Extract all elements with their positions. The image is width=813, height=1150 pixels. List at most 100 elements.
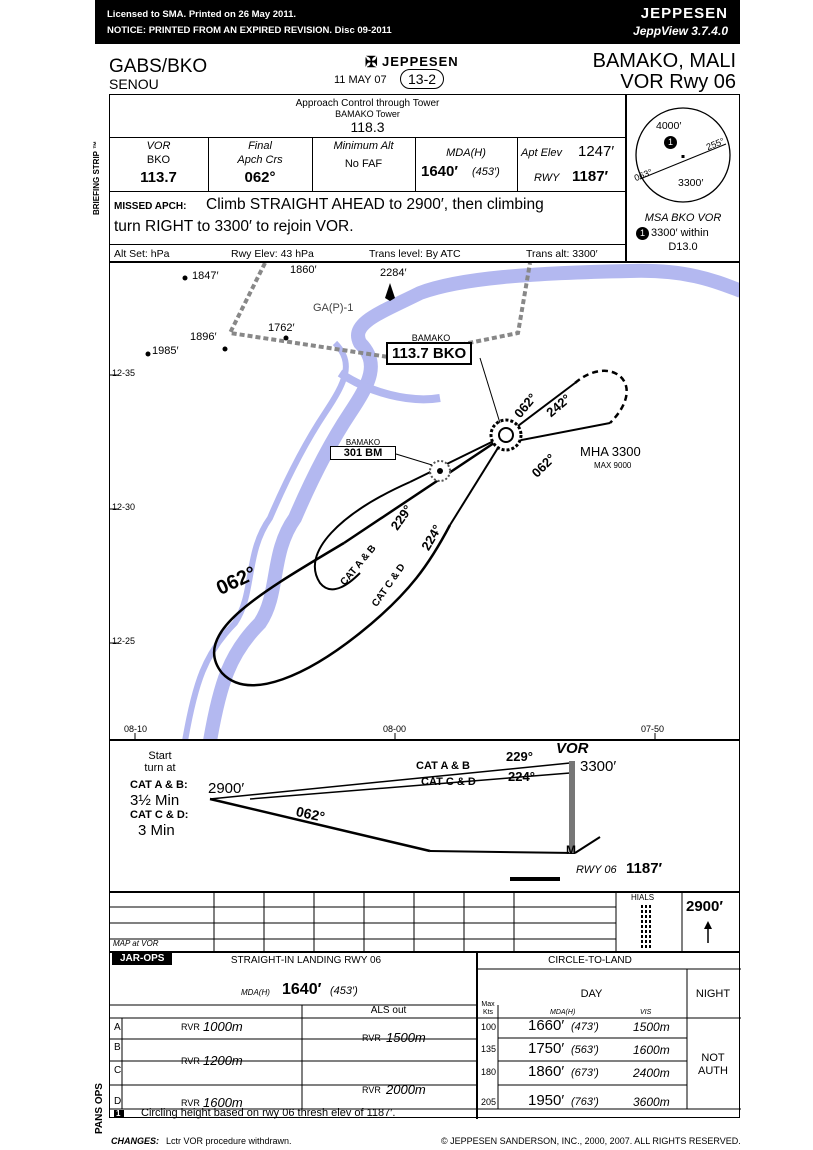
ndb-ident-box: 301 BM <box>330 446 396 460</box>
airspace-label: GA(P)-1 <box>313 302 354 314</box>
not-auth-2: AUTH <box>698 1065 728 1077</box>
cat-c: C <box>114 1065 122 1076</box>
straight-mda-height: (453′) <box>330 985 358 997</box>
obstacle-2284: 2284′ <box>380 267 407 279</box>
profile-alt-2900: 2900′ <box>208 780 245 797</box>
final-course: 062° <box>244 169 276 186</box>
start-turn-1: Start <box>148 750 172 762</box>
circling-note: Circling height based on rwy 06 thresh e… <box>141 1107 396 1119</box>
comm-line-2: BAMAKO Tower <box>335 109 400 119</box>
start-turn-2: turn at <box>144 762 176 774</box>
circle-mda-b: 1750′ <box>528 1040 565 1057</box>
als-prefix-ab: RVR <box>362 1033 381 1043</box>
final-label-1: Final <box>248 140 272 152</box>
min-alt-label: Minimum Alt <box>333 140 394 152</box>
chart-date: 11 MAY 07 <box>334 74 387 86</box>
max-alt: MAX 9000 <box>594 461 632 470</box>
circle-vis-col: VIS <box>640 1009 652 1016</box>
divider <box>109 244 626 245</box>
rvr-d: 1600m <box>203 1095 243 1110</box>
map-at-vor: MAP at VOR <box>113 939 159 948</box>
vor-name: BAMAKO <box>411 333 451 343</box>
circle-mdah-col: MDA(H) <box>550 1009 576 1016</box>
lat-tick-3: 12-25 <box>112 636 136 646</box>
circle-mda-d: 1950′ <box>528 1092 565 1109</box>
profile-rwy-elev: 1187′ <box>626 860 663 877</box>
divider <box>109 137 626 138</box>
circle-mda-c: 1860′ <box>528 1063 565 1080</box>
software-version: JeppView 3.7.4.0 <box>633 24 728 38</box>
msa-note-marker: 1 <box>636 227 649 240</box>
mda-height: (453′) <box>472 166 500 178</box>
msa-circle <box>635 107 731 203</box>
profile-cat-cd: CAT C & D: <box>130 809 189 821</box>
copyright: © JEPPESEN SANDERSON, INC., 2000, 2007. … <box>441 1136 741 1146</box>
profile-cat-ab: CAT A & B: <box>130 779 188 791</box>
circle-day: DAY <box>580 988 603 1000</box>
vor-label: VOR <box>146 140 171 152</box>
license-line-1: Licensed to SMA. Printed on 26 May 2011. <box>107 9 297 20</box>
obstacle-1762: 1762′ <box>268 322 295 334</box>
obstacle-1860: 1860′ <box>290 264 317 276</box>
max-kts-label: Max Kts <box>481 1001 495 1016</box>
circle-h-b: (563′) <box>571 1044 599 1056</box>
final-label-2: Apch Crs <box>237 154 283 166</box>
conversion-grid <box>110 893 712 951</box>
msa-title: MSA BKO VOR <box>644 212 722 224</box>
circle-vis-a: 1500m <box>633 1020 670 1034</box>
circle-h-d: (763′) <box>571 1096 599 1108</box>
changes-label: CHANGES: <box>111 1136 160 1146</box>
obstacle-1847: 1847′ <box>192 270 219 282</box>
mda-value: 1640′ <box>421 163 458 180</box>
profile-rwy-label: RWY 06 <box>576 864 617 876</box>
missed-approach-label: MISSED APCH: <box>114 201 187 212</box>
rvr-bc: 1200m <box>203 1053 243 1068</box>
vor-ident-box: 113.7 BKO <box>386 342 473 365</box>
circle-h-a: (473′) <box>571 1021 599 1033</box>
plan-view <box>109 262 740 740</box>
minimums-grid <box>110 953 741 1119</box>
lon-tick-2: 08-00 <box>383 724 407 734</box>
lat-tick-2: 12-30 <box>112 502 136 512</box>
profile-vor: VOR <box>556 740 589 757</box>
city-title: BAMAKO, MALI <box>592 50 736 72</box>
ndb-name: BAMAKO <box>345 438 381 447</box>
msa-alt-bottom: 3300′ <box>678 177 704 189</box>
lon-tick-1: 08-10 <box>124 724 148 734</box>
brand-logo: JEPPESEN <box>640 5 728 22</box>
jar-ops-badge: JAR-OPS <box>112 952 173 965</box>
straight-mda-value: 1640′ <box>282 981 322 998</box>
lat-tick-1: 12-35 <box>112 368 136 378</box>
divider <box>517 137 518 191</box>
als-rvr-cd: 2000m <box>386 1082 426 1097</box>
license-bar: Licensed to SMA. Printed on 26 May 2011.… <box>95 0 740 44</box>
alt-set: Alt Set: hPa <box>114 248 170 260</box>
obstacle-1985: 1985′ <box>152 345 179 357</box>
circle-vis-c: 2400m <box>633 1066 670 1080</box>
msa-note: 3300′ within <box>651 227 709 239</box>
divider <box>208 137 209 191</box>
plan-view-graphics <box>110 263 739 739</box>
circle-title: CIRCLE-TO-LAND <box>548 955 632 966</box>
profile-course-229: 229° <box>506 749 533 764</box>
chart-number: 13-2 <box>400 69 445 89</box>
kts-b: 135 <box>481 1044 497 1054</box>
msa-sector-marker: 1 <box>664 136 677 149</box>
vor-frequency: 113.7 <box>140 169 177 186</box>
airport-icao: GABS/BKO <box>109 56 208 77</box>
vor-id: BKO <box>146 154 171 166</box>
comm-line-1: Approach Control through Tower <box>295 98 440 109</box>
rvr-a: 1000m <box>203 1019 243 1034</box>
briefing-strip-label: BRIEFING STRIP ™ <box>92 140 101 215</box>
kts-a: 100 <box>481 1022 497 1032</box>
rvr-prefix-a: RVR <box>181 1022 200 1032</box>
circle-h-c: (673′) <box>571 1067 599 1079</box>
profile-map-m: M <box>566 843 576 857</box>
profile-cat-ab-time: 3½ Min <box>130 792 180 809</box>
profile-cat-cd-course-label: CAT C & D <box>421 776 476 788</box>
cat-a: A <box>114 1022 121 1033</box>
mha: MHA 3300 <box>580 444 641 459</box>
profile-alt-3300: 3300′ <box>580 758 617 775</box>
rwy-elev-value: 1187′ <box>572 168 609 185</box>
pans-ops-label: PANS OPS <box>94 1083 105 1134</box>
